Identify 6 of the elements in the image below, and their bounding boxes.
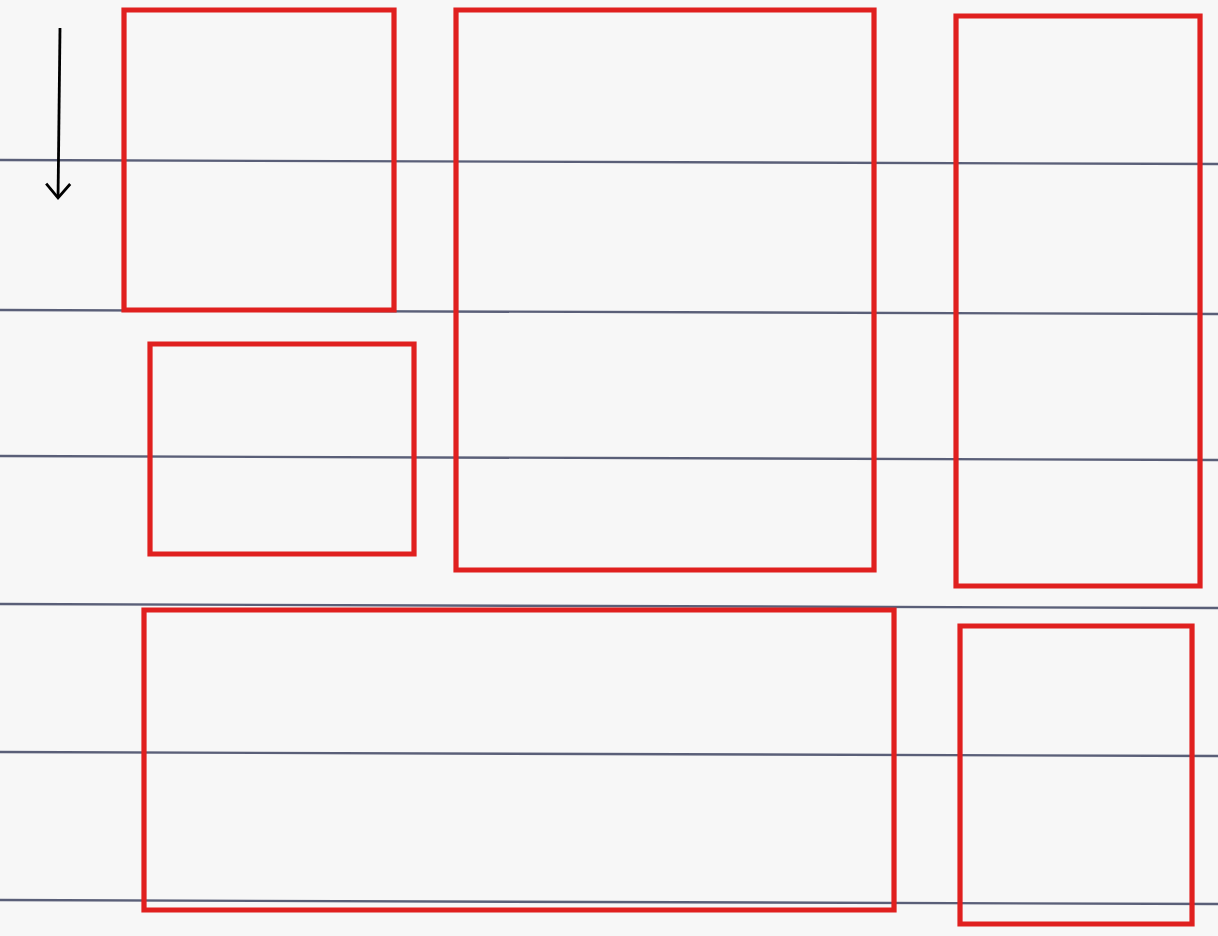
- sketched-box: [121, 7, 397, 313]
- sketched-box: [453, 7, 877, 573]
- sketched-box: [141, 607, 897, 913]
- sketched-box: [957, 623, 1195, 927]
- sketched-box: [147, 341, 417, 557]
- sketched-box: [953, 13, 1203, 589]
